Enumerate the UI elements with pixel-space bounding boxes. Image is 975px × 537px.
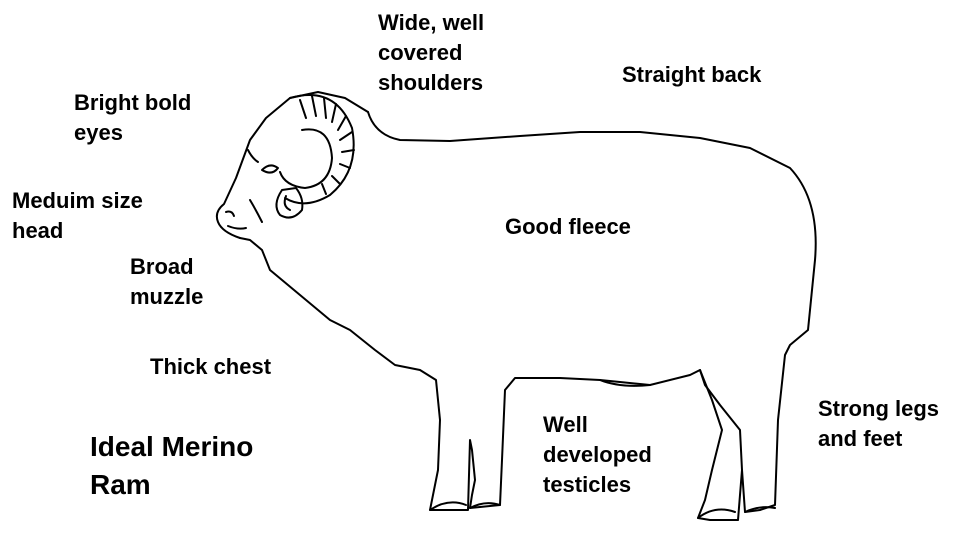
label-fleece: Good fleece — [505, 212, 631, 242]
body-outline — [240, 112, 816, 512]
diagram-title: Ideal Merino Ram — [90, 428, 253, 504]
hind-leg-inner — [698, 370, 742, 520]
label-testicles: Well developed testicles — [543, 410, 652, 500]
nostril — [226, 212, 234, 217]
front-hoof-left — [430, 502, 466, 510]
mouth — [228, 226, 246, 229]
horn-ridges — [300, 96, 354, 194]
hind-hoof-left — [698, 510, 735, 518]
label-straight-back: Straight back — [622, 60, 761, 90]
label-muzzle: Broad muzzle — [130, 252, 203, 312]
label-chest: Thick chest — [150, 352, 271, 382]
label-shoulders: Wide, well covered shoulders — [378, 8, 484, 98]
horn-inner — [280, 129, 332, 188]
eye-outline — [262, 165, 278, 172]
label-head: Meduim size head — [12, 186, 143, 246]
label-eyes: Bright bold eyes — [74, 88, 191, 148]
label-legs: Strong legs and feet — [818, 394, 939, 454]
